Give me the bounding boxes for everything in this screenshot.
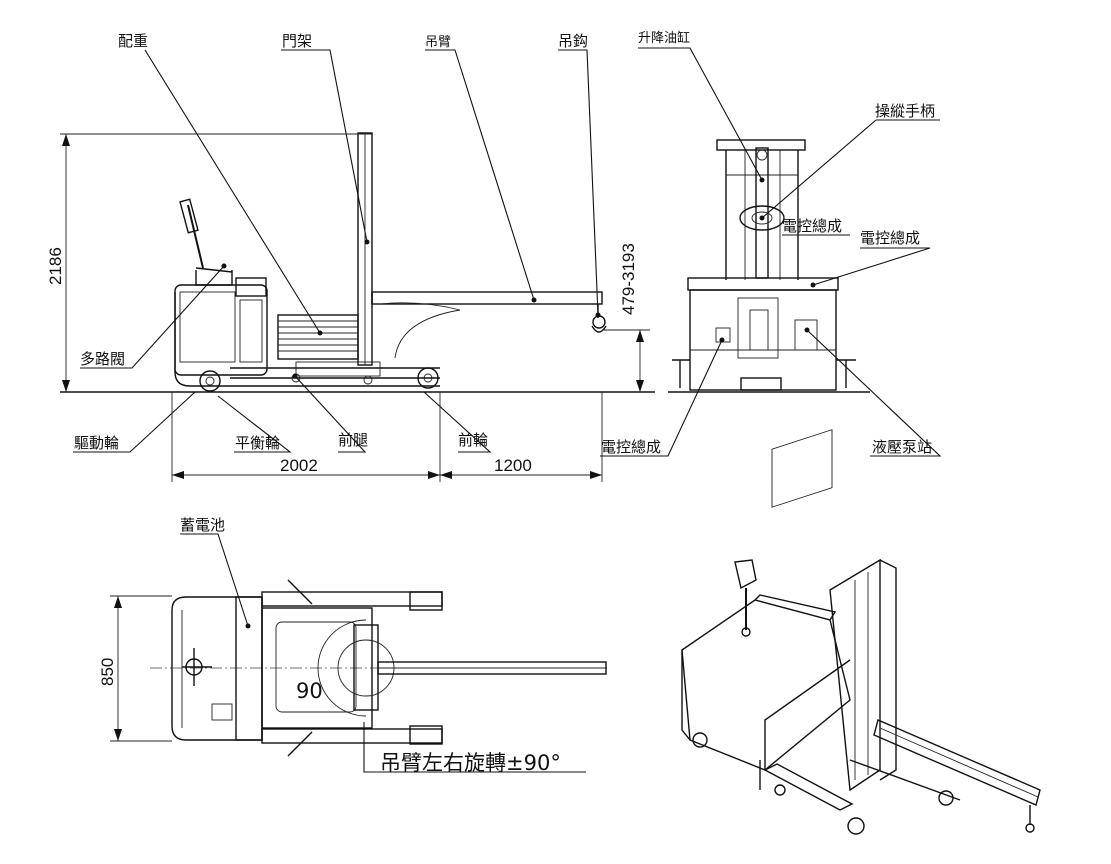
side-view (60, 49, 655, 482)
label-battery: 蓄電池 (180, 516, 225, 534)
top-view (110, 533, 610, 773)
label-front-leg: 前腿 (338, 431, 368, 449)
front-view (600, 47, 942, 457)
label-boom-rotation: 吊臂左右旋轉±90° (380, 751, 561, 775)
label-multi-valve: 多路閥 (80, 350, 125, 368)
dim-hook-range: 479-3193 (619, 243, 638, 315)
label-front-wheel: 前輪 (458, 431, 488, 449)
label-drive-wheel: 驅動輪 (74, 434, 119, 452)
dim-angle: 90 (296, 679, 323, 703)
label-lift-cylinder: 升降油缸 (638, 30, 690, 46)
isometric-view (681, 429, 1041, 835)
label-electric-control-2: 電控總成 (860, 229, 920, 247)
label-boom: 吊臂 (425, 35, 451, 50)
dim-width: 850 (98, 658, 117, 686)
label-electric-control-3: 電控總成 (601, 438, 661, 456)
label-balance-wheel: 平衡輪 (235, 434, 280, 452)
label-control-handle: 操縱手柄 (875, 102, 935, 120)
label-mast: 門架 (282, 32, 312, 50)
dim-height: 2186 (46, 247, 65, 285)
label-counterweight: 配重 (118, 32, 148, 50)
label-hook: 吊鈎 (558, 32, 588, 50)
label-hydraulic-pump: 液壓泵站 (872, 438, 932, 456)
dim-length-body: 2002 (280, 456, 318, 475)
dim-length-boom: 1200 (494, 456, 532, 475)
label-electric-control-1: 電控總成 (782, 217, 842, 235)
